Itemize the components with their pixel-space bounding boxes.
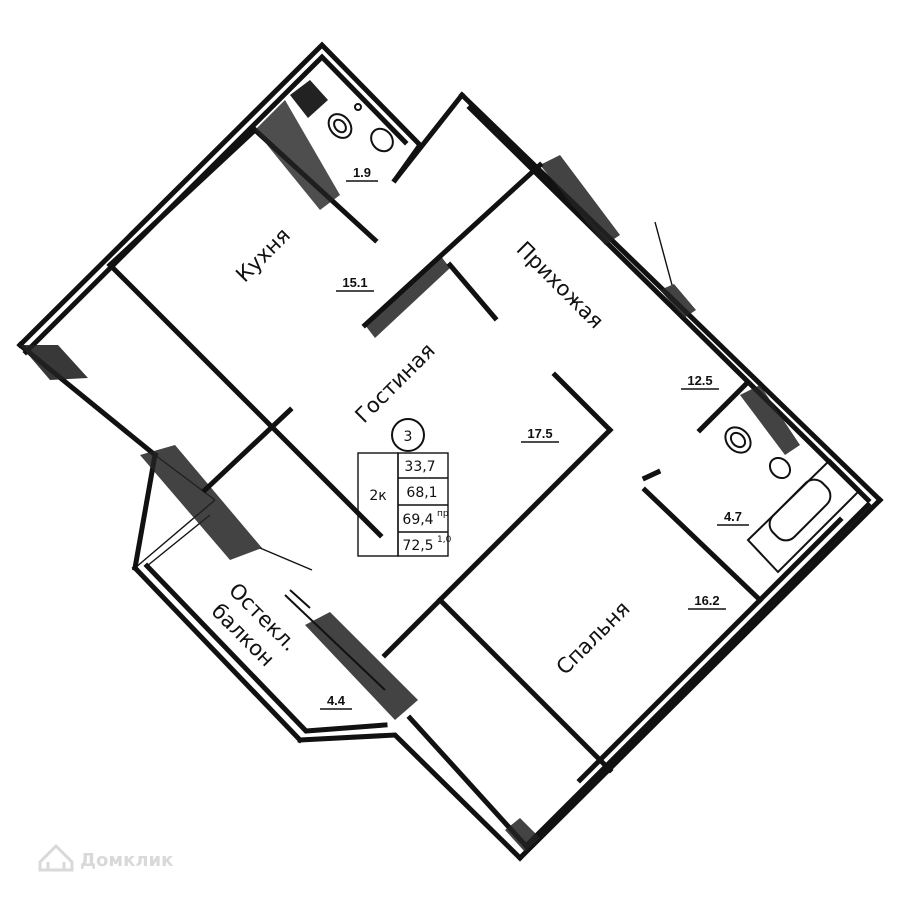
sink-icon xyxy=(768,456,792,480)
brand-watermark: Домклик xyxy=(38,843,173,872)
living-label: Гостиная xyxy=(350,338,439,427)
area-kitchen: 15.1 xyxy=(342,275,367,290)
reduced-area-sup: пр xyxy=(437,509,449,519)
sink-icon xyxy=(370,127,394,153)
outer-walls xyxy=(16,41,884,862)
floor-badge xyxy=(391,418,425,452)
hall-label: Прихожая xyxy=(512,237,608,333)
right-bathroom-fixtures xyxy=(724,385,862,574)
window-hatches xyxy=(20,155,696,852)
toilet-icon xyxy=(327,113,353,139)
floor-number: 3 xyxy=(404,429,413,445)
area-bedroom: 16.2 xyxy=(694,593,719,608)
reduced-area-value: 69,4 xyxy=(402,512,433,528)
watermark-text: Домклик xyxy=(80,850,173,871)
living-area-value: 33,7 xyxy=(404,459,435,475)
house-logo-icon xyxy=(38,843,74,872)
total-area-value: 68,1 xyxy=(406,485,437,501)
kitchen-label: Кухня xyxy=(231,223,295,287)
rooms-count: 2к xyxy=(369,488,386,504)
area-living: 17.5 xyxy=(527,426,552,441)
area-bathroom: 4.7 xyxy=(724,509,742,524)
top-bathroom-fixtures xyxy=(255,80,394,210)
apartment-info-block: 3 2к 33,7 68,1 69,4 пр 72,5 1,0 xyxy=(357,418,452,557)
area-hall: 12.5 xyxy=(687,373,712,388)
area-balcony: 4.4 xyxy=(327,693,346,708)
door-swings xyxy=(259,221,673,571)
area-bathroom-top: 1.9 xyxy=(353,165,371,180)
full-area-sup: 1,0 xyxy=(437,535,452,545)
toilet-icon xyxy=(724,426,752,454)
bedroom-label: Спальня xyxy=(552,597,635,680)
area-labels: 1.9 15.1 12.5 17.5 4.7 16.2 4.4 xyxy=(320,165,749,710)
full-area-value: 72,5 xyxy=(402,538,433,554)
